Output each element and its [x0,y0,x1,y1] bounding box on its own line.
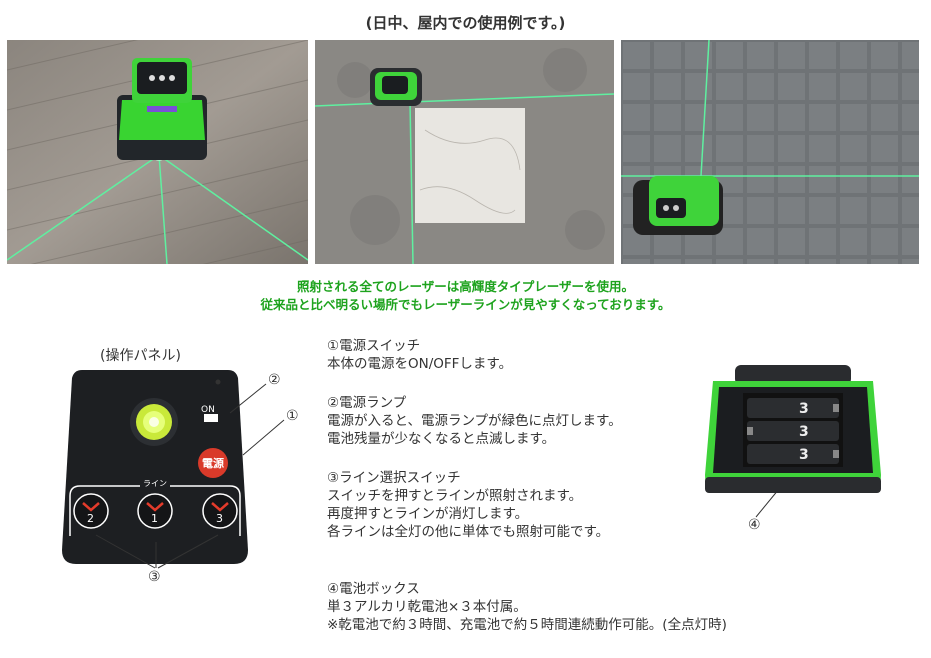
desc-line: 電源が入ると、電源ランプが緑色に点灯します。 [327,413,622,429]
desc-line: 本体の電源をON/OFFします。 [327,356,513,372]
desc-line: ※乾電池で約３時間、充電池で約５時間連続動作可能。(全点灯時) [327,617,727,633]
callout-2: ② [268,372,281,388]
desc-line: スイッチを押すとラインが照射されます。 [327,488,583,504]
desc-title: ③ライン選択スイッチ [327,470,461,486]
callout-4: ④ [748,517,761,533]
laser-device-icon [633,176,723,235]
line-button-3[interactable]: 3 [216,512,223,525]
battery-box-photo: 3 3 3 [695,365,891,500]
desc-line: 各ラインは全灯の他に単体でも照射可能です。 [327,524,610,540]
desc-battery-box: ④電池ボックス 単３アルカリ乾電池×３本付属。 ※乾電池で約３時間、充電池で約５… [327,580,727,634]
desc-line-switch: ③ライン選択スイッチ スイッチを押すとラインが照射されます。 再度押すとラインが… [327,469,609,541]
svg-text:3: 3 [799,401,809,417]
laser-device-icon [370,68,422,106]
desc-line: 再度押すとラインが消灯します。 [327,506,529,522]
battery-icon: 3 [747,421,839,441]
usage-heading: (日中、屋内での使用例です。) [365,14,566,32]
photo-wood-floor [7,40,308,264]
desc-title: ②電源ランプ [327,395,407,411]
line-label: ライン [140,478,170,489]
line-button-2[interactable]: 2 [87,512,94,525]
on-label: ON [201,405,215,415]
panel-title: (操作パネル) [100,348,181,364]
desc-title: ①電源スイッチ [327,338,421,354]
line-button-1[interactable]: 1 [151,512,158,525]
laser-device-icon [117,58,207,160]
desc-title: ④電池ボックス [327,581,420,597]
svg-text:3: 3 [799,447,809,463]
photo-tiled-floor [621,40,919,264]
caption-line-2: 従来品と比べ明るい場所でもレーザーラインが見やすくなっております。 [260,297,671,312]
callout-3: ③ [148,569,161,585]
svg-text:3: 3 [799,424,809,440]
power-button[interactable]: 電源 [202,457,224,470]
operation-panel [60,368,250,566]
desc-power-lamp: ②電源ランプ 電源が入ると、電源ランプが緑色に点灯します。 電池残量が少なくなる… [327,394,622,448]
desc-line: 電池残量が少なくなると点滅します。 [327,431,556,447]
desc-power-switch: ①電源スイッチ 本体の電源をON/OFFします。 [327,337,512,373]
battery-icon: 3 [747,444,839,464]
caption-line-1: 照射される全てのレーザーは高輝度タイプレーザーを使用。 [296,279,634,294]
photo-concrete-tile [315,40,614,264]
battery-icon: 3 [747,398,839,418]
desc-line: 単３アルカリ乾電池×３本付属。 [327,599,527,615]
callout-1: ① [286,408,299,424]
